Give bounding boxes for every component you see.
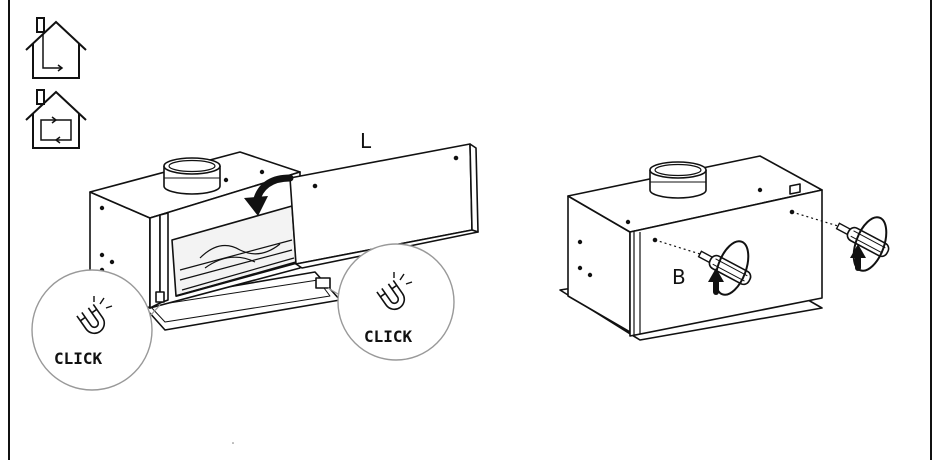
rotate-arrow-icon xyxy=(244,174,294,216)
house-recirculation-icon xyxy=(25,89,87,149)
frame xyxy=(8,0,932,460)
magnifier-right: CLICK xyxy=(327,243,455,361)
screwdriver-icon xyxy=(654,239,752,296)
magnifier-left: CLICK xyxy=(31,269,161,391)
panel-label: L xyxy=(360,129,372,153)
duct-collar-right xyxy=(649,161,707,199)
screw-label: B xyxy=(672,265,686,289)
house-vertical-duct-icon xyxy=(25,17,87,79)
screwdriver-icon xyxy=(791,211,890,272)
magnet-icon xyxy=(376,279,406,311)
dot xyxy=(232,442,234,444)
magnet-icon xyxy=(76,303,106,335)
duct-collar-left xyxy=(163,157,221,195)
click-label-left: CLICK xyxy=(54,349,103,368)
click-label-right: CLICK xyxy=(364,327,413,346)
